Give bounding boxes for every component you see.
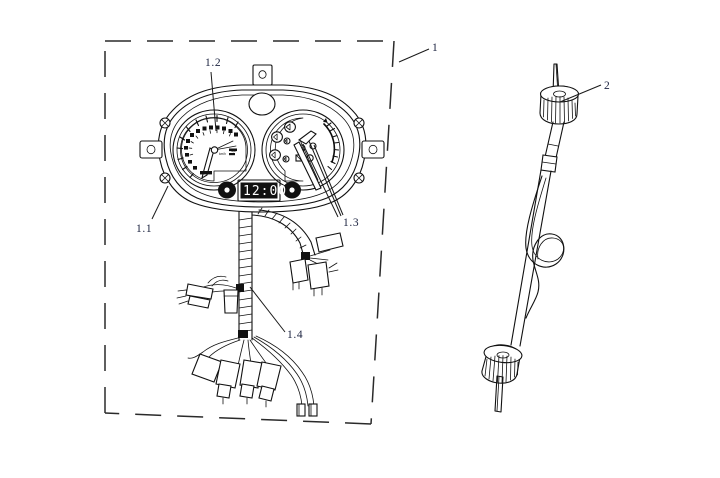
speedometer-numerals xyxy=(184,125,238,170)
mount-ear-left xyxy=(139,140,163,159)
fuel-gauge-needle xyxy=(293,130,322,191)
callout-1-assembly[interactable]: 1 xyxy=(398,42,438,63)
cable-loop xyxy=(525,175,565,319)
callout-1-1-label: 1.1 xyxy=(136,223,152,235)
harness-branch-upper-right xyxy=(251,207,316,260)
cable-lower-sheath xyxy=(510,169,552,347)
cable-upper-sheath xyxy=(544,121,565,159)
indicator-and-fuel-gauge xyxy=(261,109,345,191)
cable-lower-knurled-nut xyxy=(481,344,523,384)
callout-1-2-speedometer-dial[interactable]: 1.2 xyxy=(205,57,221,132)
harness-trunk-main xyxy=(236,211,253,341)
cluster-housing xyxy=(139,84,385,213)
callout-2-label: 2 xyxy=(604,80,610,92)
instrument-cluster-assembly: km/h mph xyxy=(139,64,385,417)
callout-layer: 1 1.1 1.2 1.3 1.4 2 xyxy=(136,42,610,341)
speedometer-minor-ticks xyxy=(188,129,231,156)
connector-mid-hanging xyxy=(223,289,239,314)
connector-group-left xyxy=(176,275,237,309)
cable-lower-drive-tip xyxy=(494,375,504,413)
cable-upper-knurled-nut xyxy=(539,85,580,125)
speedometer-cable xyxy=(481,63,580,413)
connector-group-lower xyxy=(187,335,318,417)
dial-odometer-window xyxy=(200,148,237,175)
connector-group-upper-right xyxy=(289,232,344,297)
cluster-top-mount-tab xyxy=(252,64,273,86)
dial-unit-label: km/h xyxy=(219,152,226,156)
lcd-clock-value: 12:00 xyxy=(243,184,287,199)
lcd-clock-display: 12:00 xyxy=(218,179,301,202)
speedometer-dial: km/h mph xyxy=(172,109,256,191)
group-boundary-1 xyxy=(104,40,395,425)
callout-1-4-label: 1.4 xyxy=(287,329,303,341)
speedometer-needle xyxy=(201,140,237,180)
housing-screw-bosses xyxy=(159,117,365,184)
callout-1-1-housing[interactable]: 1.1 xyxy=(136,185,169,235)
callout-1-4-wiring-harness[interactable]: 1.4 xyxy=(249,286,303,341)
wiring-harness xyxy=(176,207,344,417)
callout-1-3-label: 1.3 xyxy=(343,217,359,229)
speedometer-tick-marks xyxy=(176,114,239,179)
fuel-gauge-arc xyxy=(323,118,340,171)
callout-1-3-indicator-gauge[interactable]: 1.3 xyxy=(302,140,359,229)
cable-mid-ferrule xyxy=(540,154,558,173)
callout-1-2-label: 1.2 xyxy=(205,57,221,69)
callout-2-speedometer-cable[interactable]: 2 xyxy=(559,80,610,103)
mount-ear-right xyxy=(361,140,385,159)
callout-1-label: 1 xyxy=(432,42,438,54)
